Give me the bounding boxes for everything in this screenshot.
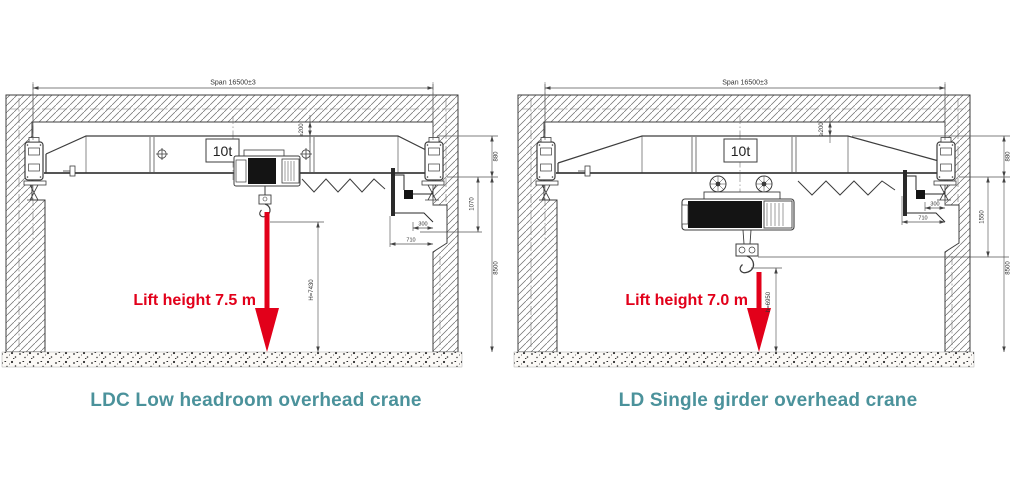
hall-height-label: 8500	[494, 261, 500, 275]
power-feed-bracket	[391, 168, 434, 223]
end-truck-left	[535, 82, 559, 240]
trolley-wheel-icon	[709, 175, 773, 193]
lifting-lug-symbols	[156, 148, 312, 160]
dimensions: Span 16500±3 ≥200 880 1070 8500 300 710	[32, 80, 500, 353]
right-crane-drawing: 10t	[513, 80, 1012, 368]
hoist-trolley	[233, 149, 301, 218]
left-crane-panel: 10t	[1, 80, 500, 411]
right-wall-centerline	[951, 98, 959, 348]
power-feed-bracket	[903, 170, 946, 223]
floor-speckle	[1, 351, 463, 368]
end-truck-right	[421, 82, 445, 205]
hoist-trolley	[681, 175, 795, 274]
clearance-label: ≥200	[299, 123, 305, 137]
clearance-label: ≥200	[819, 122, 825, 136]
hook-path-label: H=7430	[309, 279, 315, 301]
left-caption: LDC Low headroom overhead crane	[90, 390, 422, 411]
capacity-plate: 10t	[723, 138, 758, 163]
capacity-label: 10t	[213, 143, 233, 159]
capacity-label: 10t	[731, 143, 751, 159]
wall-clearance-label: 710	[918, 216, 927, 222]
dimensions: Span 16500±3 ≥200 880 1550 8500 300 710	[544, 80, 1012, 353]
wall-clearance-label: 710	[406, 238, 415, 244]
building-structure	[513, 94, 975, 368]
lift-height-annotation: Lift height 7.0 m	[625, 272, 771, 352]
lift-arrow-head-icon	[747, 308, 771, 352]
hall-height-label: 8500	[1006, 261, 1012, 275]
hook-icon	[739, 255, 755, 274]
capacity-plate: 10t	[205, 138, 240, 163]
hook-headroom-label: 1070	[470, 197, 476, 211]
end-truck-left	[23, 82, 47, 240]
bracket-width-label: 300	[930, 202, 939, 208]
hook-path-label: h=6950	[766, 291, 772, 312]
span-dimension-label: Span 16500±3	[210, 80, 256, 87]
floor-speckle	[513, 351, 975, 368]
hook-block	[258, 194, 272, 205]
lift-height-annotation: Lift height 7.5 m	[133, 212, 279, 352]
festoon-cable	[63, 165, 386, 193]
right-caption: LD Single girder overhead crane	[618, 390, 918, 411]
girder-height-label: 880	[1006, 151, 1012, 162]
hoist-rope	[742, 229, 752, 245]
left-crane-drawing: 10t	[1, 80, 500, 368]
festoon-cable	[578, 165, 896, 196]
lift-arrow-stem	[756, 272, 762, 312]
right-wall-centerline	[439, 98, 447, 348]
right-crane-panel: 10t	[512, 0, 1024, 482]
end-truck-right	[933, 82, 957, 205]
girder-height-label: 880	[494, 151, 500, 162]
bracket-width-label: 300	[418, 222, 427, 228]
span-dimension-label: Span 16500±3	[722, 80, 768, 87]
lift-arrow-stem	[264, 212, 270, 312]
building-structure	[1, 94, 463, 368]
lift-arrow-head-icon	[255, 308, 279, 352]
lift-height-label: Lift height 7.5 m	[133, 292, 256, 309]
hook-headroom-label: 1550	[980, 210, 986, 224]
lift-height-label: Lift height 7.0 m	[625, 292, 748, 309]
